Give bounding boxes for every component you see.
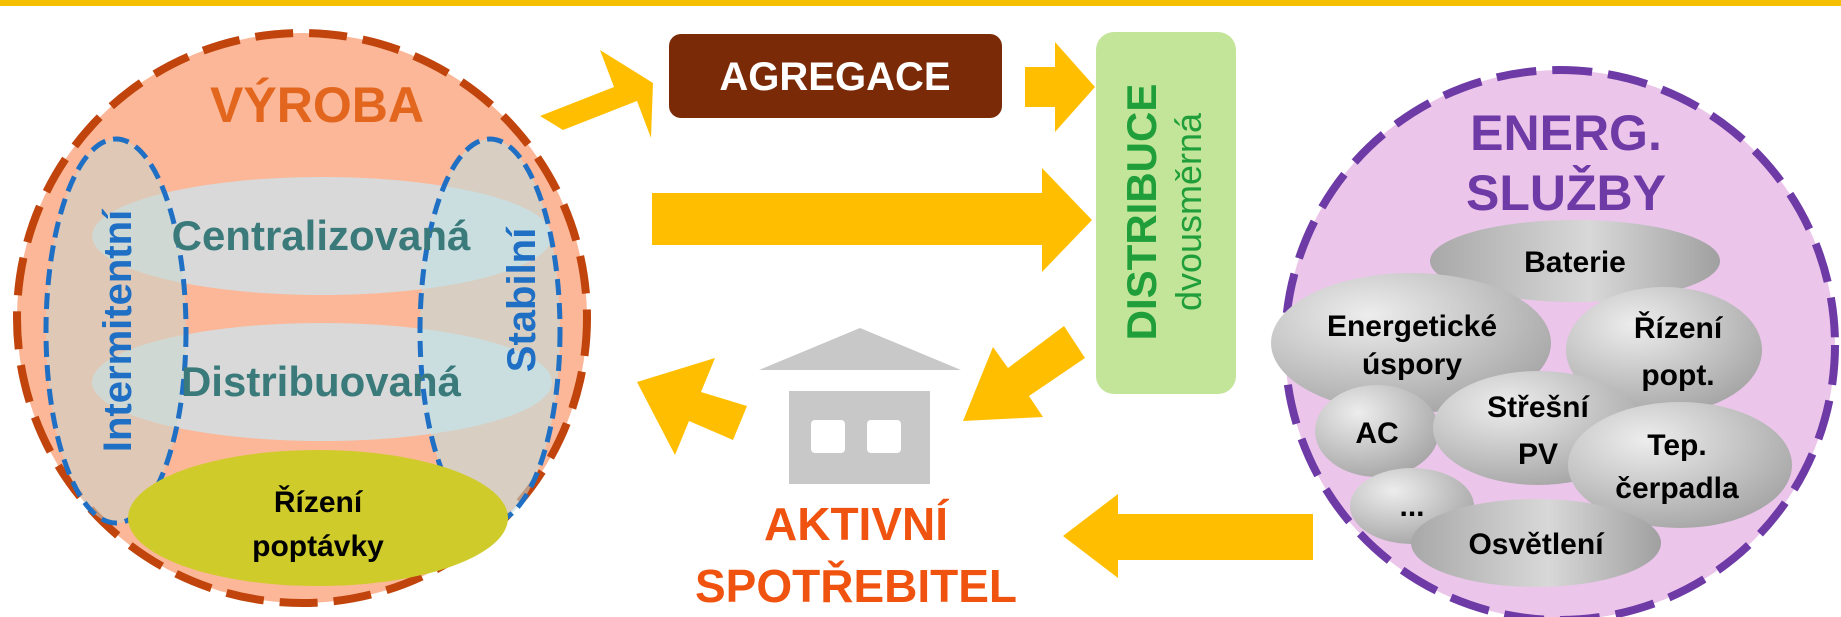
savings-line1: Energetické <box>1327 310 1497 343</box>
distribution-box <box>1096 32 1236 394</box>
centralized-label: Centralizovaná <box>172 212 471 259</box>
intermittent-ellipse <box>43 136 189 526</box>
arrow-production-to-distribution <box>652 168 1092 272</box>
arrow-services-to-consumer <box>1063 494 1313 578</box>
services-title-line1: ENERG. <box>1470 105 1662 161</box>
distributed-label: Distribuovaná <box>181 358 462 405</box>
battery-bubble <box>1430 220 1720 302</box>
distribution-subtitle: dvousměrná <box>1168 112 1209 311</box>
savings-bubble <box>1271 273 1551 413</box>
arrow-aggregation-to-distribution <box>1025 42 1095 132</box>
aggregation-box <box>669 34 1002 118</box>
aggregation-group: AGREGACE <box>669 34 1002 118</box>
demand-response-line1: Řízení <box>274 485 364 519</box>
top-bar-right-edge <box>1833 0 1841 6</box>
distribution-group: DISTRIBUCE dvousměrná <box>1096 32 1236 394</box>
heat-pump-line2: čerpadla <box>1615 472 1739 505</box>
ac-label: AC <box>1355 417 1398 450</box>
consumer-line2: SPOTŘEBITEL <box>695 560 1017 612</box>
arrow-to-aggregation <box>540 50 653 138</box>
demand-control-bubble <box>1566 287 1762 413</box>
lighting-bubble <box>1411 499 1661 587</box>
ac-bubble <box>1315 385 1439 477</box>
house-icon <box>759 328 961 484</box>
production-title: VÝROBA <box>210 77 424 133</box>
pv-line1: Střešní <box>1487 391 1590 424</box>
consumer-group: AKTIVNÍ SPOTŘEBITEL <box>695 328 1017 612</box>
lighting-label: Osvětlení <box>1468 528 1605 561</box>
services-group: ENERG. SLUŽBY Baterie Energetické úspory… <box>1271 66 1839 617</box>
heat-pump-line1: Tep. <box>1647 429 1706 462</box>
pv-line2: PV <box>1518 438 1558 471</box>
top-bar <box>0 0 1841 6</box>
demand-response-line2: poptávky <box>252 530 384 563</box>
services-title-line2: SLUŽBY <box>1466 165 1666 221</box>
battery-label: Baterie <box>1524 246 1626 279</box>
demand-control-line1: Řízení <box>1634 311 1724 345</box>
arrow-distribution-to-consumer <box>963 326 1085 421</box>
distribution-title: DISTRIBUCE <box>1118 84 1165 341</box>
intermittent-label: Intermitentní <box>96 208 140 452</box>
production-group: VÝROBA Centralizovaná Distribuovaná Inte… <box>13 29 591 607</box>
savings-line2: úspory <box>1362 348 1462 381</box>
stable-label: Stabilní <box>500 226 544 372</box>
consumer-line1: AKTIVNÍ <box>764 498 949 550</box>
arrow-consumer-to-production <box>637 358 747 455</box>
aggregation-label: AGREGACE <box>719 55 950 99</box>
heat-pump-bubble <box>1568 402 1792 528</box>
demand-control-line2: popt. <box>1641 359 1714 392</box>
arrows <box>540 42 1313 578</box>
more-label: ... <box>1399 490 1424 523</box>
demand-response-ellipse <box>128 450 508 586</box>
